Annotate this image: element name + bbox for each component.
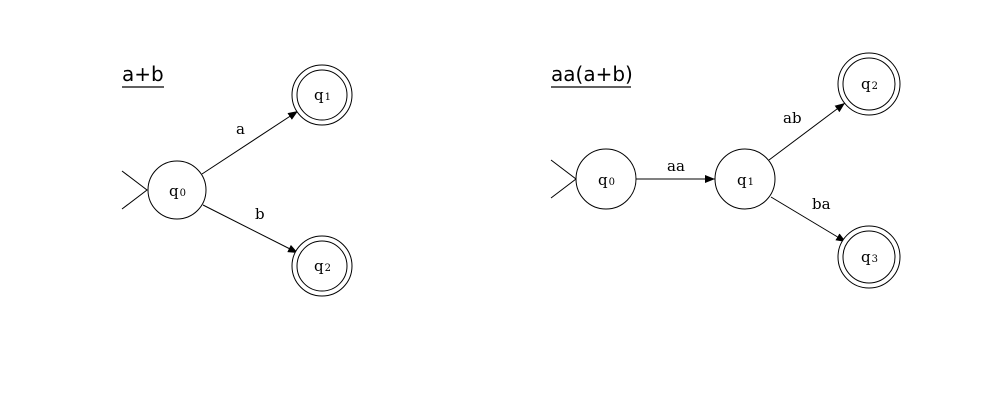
transition-q1-q3 <box>770 196 847 243</box>
diagram-aa-a-plus-b: aa(a+b) aa ab ba q0 q1 q2 q3 <box>550 52 901 289</box>
svg-text:q1: q1 <box>737 171 754 189</box>
state-q3-accepting: q3 <box>837 225 901 289</box>
svg-text:q2: q2 <box>314 257 331 275</box>
state-q2-accepting: q2 <box>291 235 353 297</box>
state-name: q <box>169 182 179 200</box>
state-subscript: 0 <box>609 177 615 188</box>
state-name: q <box>314 257 324 275</box>
transition-label: ab <box>783 109 802 127</box>
state-subscript: 1 <box>748 177 754 188</box>
state-q2-accepting: q2 <box>837 52 901 116</box>
state-q1: q1 <box>714 148 776 210</box>
svg-text:q3: q3 <box>861 248 878 266</box>
state-name: q <box>861 75 871 93</box>
transition-label: ba <box>812 195 831 213</box>
state-name: q <box>598 171 608 189</box>
state-q1-accepting: q1 <box>291 64 353 126</box>
state-subscript: 0 <box>180 188 186 199</box>
state-subscript: 1 <box>325 92 331 103</box>
svg-text:q0: q0 <box>598 171 615 189</box>
state-subscript: 2 <box>872 81 878 92</box>
state-subscript: 3 <box>872 254 878 265</box>
state-subscript: 2 <box>325 263 331 274</box>
transition-q1-q2 <box>768 102 846 161</box>
transition-q0-q1 <box>201 110 299 175</box>
diagram-title: a+b <box>122 62 164 86</box>
transition-label: a <box>236 120 245 138</box>
svg-text:q0: q0 <box>169 182 186 200</box>
transition-label: b <box>255 205 265 223</box>
svg-text:q2: q2 <box>861 75 878 93</box>
diagram-title: aa(a+b) <box>551 62 633 86</box>
start-marker <box>121 170 148 210</box>
state-name: q <box>737 171 747 189</box>
transition-q0-q2 <box>202 204 299 254</box>
state-q0: q0 <box>575 148 637 210</box>
diagram-a-plus-b: a+b a b q0 q1 q2 <box>121 62 353 297</box>
svg-text:q1: q1 <box>314 86 331 104</box>
state-q0: q0 <box>147 160 207 220</box>
transition-label: aa <box>667 157 685 175</box>
start-marker <box>550 159 577 199</box>
state-name: q <box>314 86 324 104</box>
state-name: q <box>861 248 871 266</box>
